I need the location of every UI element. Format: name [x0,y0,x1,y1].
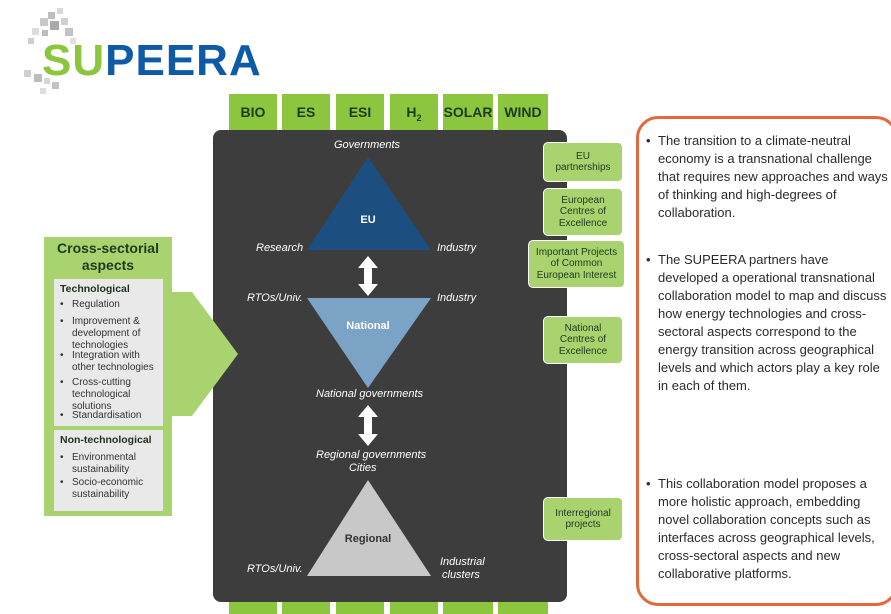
tab-solar-bottom [443,600,493,614]
logo-peera: PEERA [105,36,262,85]
tab-wind: WIND [498,94,548,130]
bullet-item: •The transition to a climate-neutral eco… [646,133,888,220]
label-regional: Regional [344,533,392,545]
double-arrow-national-regional [358,405,378,446]
tab-esi-bottom [336,600,384,614]
list-item: •Integration with other technologies [60,350,154,373]
label-research: Research [256,242,304,254]
label-industrial: Industrial [440,556,485,568]
tab-esi: ESI [336,94,384,130]
tab-bio-bottom [229,600,277,614]
label-rtos-top: RTOs/Univ. [247,292,303,304]
tab-h2-bottom [390,600,438,614]
label-regional-governments: Regional governments [316,449,427,461]
bullet-item: •The SUPEERA partners have developed a o… [646,252,887,393]
logo-pixel-mosaic [24,8,76,94]
description-box [636,116,891,606]
label-cities: Cities [349,462,377,474]
logo-su: SU [42,36,106,85]
double-arrow-eu-national [358,256,378,296]
list-item: •Regulation [60,299,120,310]
tab-solar: SOLAR [443,94,493,130]
non-technological-panel [54,430,163,511]
supeera-logo [10,8,180,98]
tab-h2: H2 [390,94,438,130]
logo-wordmark: SUPEERA [42,36,262,86]
list-item: •Socio-economic sustainability [60,477,144,500]
triangles-diagram [307,157,431,576]
label-industry-top: Industry [437,242,477,254]
national-triangle [307,298,431,388]
label-eu: EU [360,214,376,226]
label-national-governments: National governments [316,388,424,400]
label-governments: Governments [334,139,401,151]
bullet-item: •This collaboration model proposes a mor… [646,476,875,581]
label-national: National [346,320,390,332]
label-clusters: clusters [442,569,480,581]
tab-es: ES [282,94,330,130]
tab-bio: BIO [229,94,277,130]
technological-panel [54,279,163,426]
label-industry-mid: Industry [437,292,477,304]
regional-triangle [307,480,431,576]
label-rtos-bottom: RTOs/Univ. [247,563,303,575]
list-item: •Improvement & development of technologi… [60,316,141,351]
list-item: •Environmental sustainability [60,452,136,475]
tab-es-bottom [282,600,330,614]
technological-heading: Technological [60,283,130,295]
list-item: •Cross-cutting technological solutions [60,377,131,412]
cross-sectorial-arrow [172,292,238,416]
tab-wind-bottom [498,600,548,614]
eu-triangle [307,157,431,250]
list-item: •Standardisation [60,410,142,421]
non-technological-heading: Non-technological [60,434,152,446]
